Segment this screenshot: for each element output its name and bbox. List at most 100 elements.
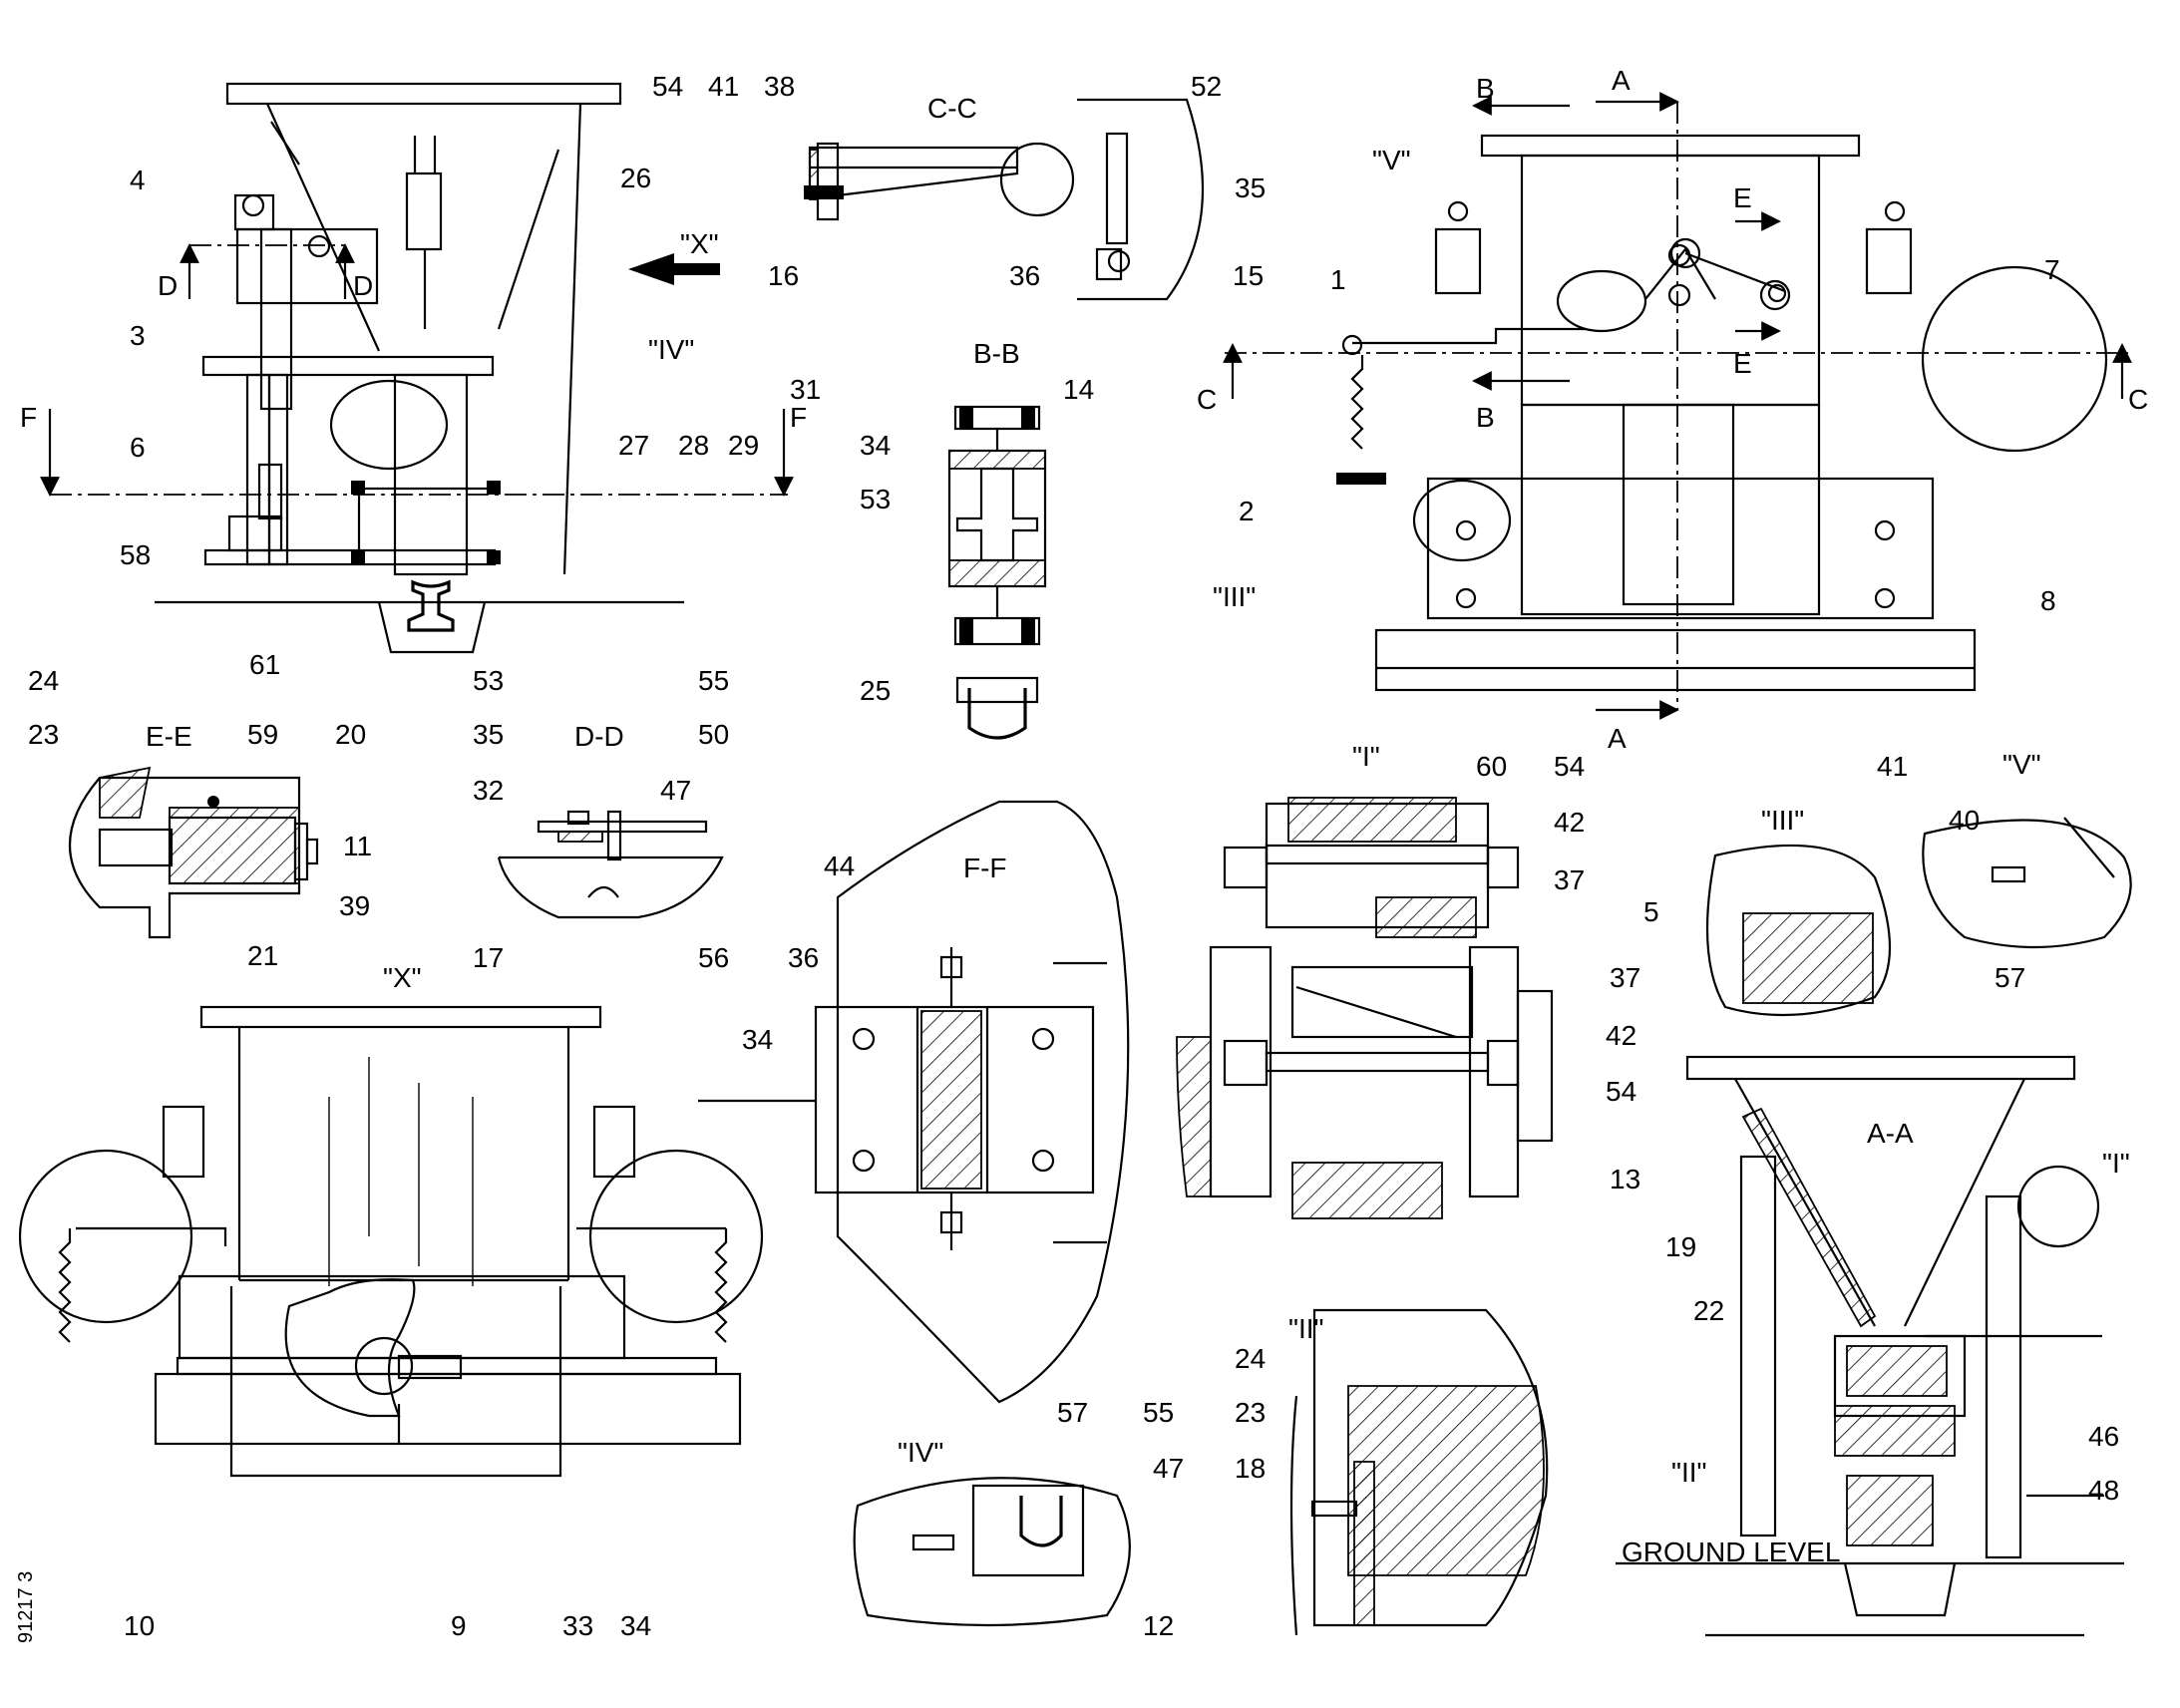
view-cc-label: C-C: [927, 93, 977, 124]
section-dd-view: [497, 810, 724, 919]
view-bb-label: B-B: [973, 338, 1020, 369]
part-callout-label: 59: [247, 719, 278, 750]
part-callout-label: 21: [247, 940, 278, 971]
part-callout-label: 19: [1665, 1231, 1696, 1262]
part-callout-label: C: [2128, 384, 2148, 415]
part-callout-label: 23: [1235, 1397, 1266, 1428]
part-callout-label: D: [353, 270, 373, 301]
part-callout-label: 33: [562, 1610, 593, 1641]
part-callout-label: 11: [343, 831, 372, 861]
part-callout-label: 36: [1009, 260, 1040, 291]
view-v-label: "V": [2002, 749, 2041, 780]
part-callout-label: 38: [764, 71, 795, 102]
part-callout-label: 34: [620, 1610, 651, 1641]
view-dd-label: D-D: [574, 721, 624, 752]
part-callout-label: 53: [473, 665, 504, 696]
part-callout-label: 31: [790, 374, 821, 405]
part-callout-label: 35: [473, 719, 504, 750]
part-callout-label: 41: [708, 71, 739, 102]
part-callout-label: F: [790, 402, 807, 433]
part-callout-label: 47: [1153, 1453, 1184, 1484]
part-callout-label: 36: [788, 942, 819, 973]
detail-iv-view: [853, 1477, 1131, 1627]
part-callout-label: 34: [742, 1024, 773, 1055]
part-callout-label: 35: [1235, 172, 1266, 203]
part-callout-label: 53: [860, 484, 891, 514]
part-callout-label: 39: [339, 890, 370, 921]
part-callout-label: 6: [130, 432, 146, 463]
view-ff-label: F-F: [963, 853, 1007, 883]
part-callout-label: 34: [860, 430, 891, 461]
part-callout-label: 54: [1554, 751, 1585, 782]
part-callout-label: B: [1476, 73, 1495, 104]
part-callout-label: 52: [1191, 71, 1222, 102]
part-callout-label: 3: [130, 320, 146, 351]
part-callout-label: 20: [335, 719, 366, 750]
part-callout-label: 61: [249, 649, 280, 680]
detail-v-view: [1922, 817, 2132, 949]
view-x: [18, 1005, 764, 1478]
part-callout-label: "IV": [648, 334, 694, 365]
part-callout-label: E: [1733, 348, 1752, 379]
part-callout-label: 42: [1606, 1020, 1636, 1051]
front-view: [1223, 92, 2132, 720]
drawing-number: 91217 3: [15, 1571, 37, 1643]
part-callout-label: 26: [620, 163, 651, 193]
view-iv-label: "IV": [898, 1437, 943, 1468]
section-aa-view: [1616, 1055, 2124, 1637]
part-callout-label: E: [1733, 182, 1752, 213]
view-aa-label: A-A: [1867, 1118, 1914, 1149]
view-ii-label: "II": [1288, 1313, 1323, 1344]
part-callout-label: 17: [473, 942, 504, 973]
part-callout-label: C: [1197, 384, 1217, 415]
detail-ii-view: [1289, 1308, 1549, 1636]
view-labels: C-C B-B E-E D-D "X" F-F "I" "III" "V" A-…: [15, 93, 2041, 1643]
part-callout-label: 60: [1476, 751, 1507, 782]
part-callout-label: 29: [728, 430, 759, 461]
part-callout-label: 57: [1995, 962, 2025, 993]
part-callout-label: F: [20, 402, 37, 433]
part-callout-label: 32: [473, 775, 504, 806]
part-callout-label: "II": [1671, 1457, 1706, 1488]
view-iii-label: "III": [1761, 805, 1804, 836]
part-callout-label: 7: [2044, 254, 2060, 285]
part-callout-label: 18: [1235, 1453, 1266, 1484]
part-callout-label: A: [1608, 723, 1627, 754]
section-ee-view: [69, 766, 319, 939]
part-callout-label: 44: [824, 851, 855, 881]
part-callout-label: 28: [678, 430, 709, 461]
side-elevation-view: [40, 82, 794, 654]
ground-level-label: GROUND LEVEL: [1622, 1537, 1840, 1567]
part-callout-label: 50: [698, 719, 729, 750]
detail-iii-view: [1705, 844, 1892, 1017]
part-callout-label: D: [158, 270, 178, 301]
part-callout-label: 4: [130, 165, 146, 195]
part-callout-label: 10: [124, 1610, 155, 1641]
part-callout-label: "X": [680, 228, 719, 259]
part-callout-label: 56: [698, 942, 729, 973]
part-callout-label: 12: [1143, 1610, 1174, 1641]
part-callout-label: 24: [28, 665, 59, 696]
part-callout-label: 23: [28, 719, 59, 750]
part-callout-label: 48: [2088, 1475, 2119, 1506]
part-callout-label: "V": [1372, 145, 1411, 175]
part-callout-label: "III": [1213, 581, 1256, 612]
part-callout-label: B: [1476, 402, 1495, 433]
part-callout-label: 37: [1610, 962, 1640, 993]
part-callout-label: 15: [1233, 260, 1264, 291]
view-ee-label: E-E: [146, 721, 192, 752]
detail-i-view: [1176, 797, 1554, 1219]
part-callout-label: 1: [1330, 264, 1346, 295]
part-callout-label: 37: [1554, 864, 1585, 895]
part-callout-label: 42: [1554, 807, 1585, 838]
part-callout-label: 13: [1610, 1164, 1640, 1195]
part-callout-label: 57: [1057, 1397, 1088, 1428]
part-callout-label: 55: [1143, 1397, 1174, 1428]
part-callout-label: 54: [1606, 1076, 1636, 1107]
part-callout-label: A: [1612, 65, 1631, 96]
section-bb-view: [947, 405, 1047, 740]
part-callout-label: 14: [1063, 374, 1094, 405]
part-callout-label: 5: [1643, 896, 1659, 927]
